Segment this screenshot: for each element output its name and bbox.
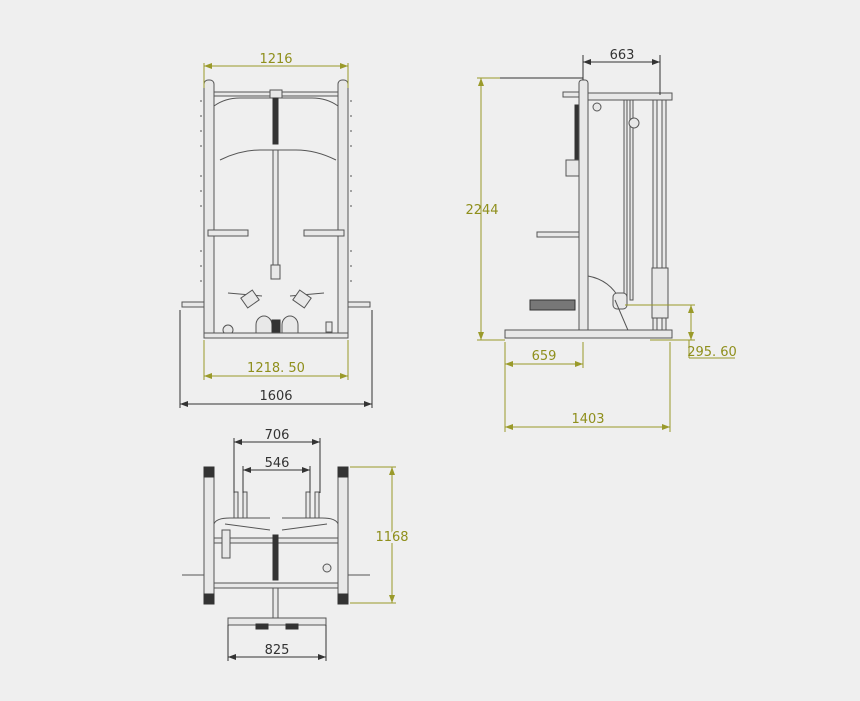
dim-outer-handle-spacing: 706 (265, 428, 290, 443)
seat-pad (612, 292, 628, 310)
dim-outer-handle-spacing-extension-lines (233, 438, 321, 493)
leg-pad-arms (227, 292, 325, 297)
dim-top-width-extension-lines (203, 63, 349, 88)
side-bracket (221, 529, 231, 559)
upright-holes (200, 100, 352, 282)
top-pulley (269, 89, 283, 99)
front-pulley (592, 102, 602, 112)
right-foot-extension (347, 301, 371, 308)
dim-front-depth: 659 (532, 349, 557, 364)
handle-outer-right (314, 491, 320, 519)
column-clamp (270, 264, 281, 280)
dim-height-extension-lines (477, 77, 505, 341)
handle-inner-left (242, 491, 248, 519)
center-chain-top (272, 534, 279, 581)
dim-height: 2244 (465, 203, 498, 218)
dim-top-depth-extension-lines (582, 55, 661, 95)
top-view (182, 466, 370, 630)
right-front-post-cap (337, 466, 349, 478)
side-safety-arm (536, 231, 580, 238)
center-column (272, 149, 279, 269)
upper-chain (272, 97, 279, 145)
weight-carriage (651, 267, 669, 319)
dim-depth: 1168 (375, 530, 408, 545)
handle-outer-left (233, 491, 239, 519)
rear-crossmember (213, 582, 339, 589)
dim-top-width: 1216 (259, 52, 292, 67)
left-foot-extension (181, 301, 205, 308)
left-foot-plate (255, 315, 273, 336)
storage-peg-top (322, 563, 332, 573)
right-rear-post-cap (337, 593, 349, 605)
dim-base-inner-width: 1218. 50 (247, 361, 305, 376)
top-beam (587, 92, 673, 101)
dim-inner-handle-spacing-extension-lines (242, 466, 311, 493)
top-dimensions: 706 546 1168 825 (227, 428, 411, 661)
lower-chain (271, 319, 281, 333)
dim-depth-extension-lines (504, 342, 671, 432)
right-upright (337, 79, 349, 339)
top-handle (562, 91, 580, 98)
left-front-post-cap (203, 466, 215, 478)
side-j-hook (565, 159, 580, 177)
front-view (181, 79, 371, 339)
dim-bench-width-extension-lines (227, 625, 327, 661)
pullup-bar-top (213, 517, 339, 531)
dim-top-depth: 663 (610, 48, 635, 63)
dim-seat-height: 295. 60 (687, 345, 737, 360)
dim-seat-height-extension-lines (625, 304, 735, 359)
dip-handle (529, 299, 576, 311)
right-leg-pad (292, 289, 312, 309)
left-leg-pad (240, 289, 260, 309)
front-base-bar (203, 332, 349, 339)
left-rear-post-cap (203, 593, 215, 605)
rear-pulley (628, 117, 640, 129)
storage-post (325, 321, 333, 333)
side-dimensions: 2244 663 659 1403 295. 60 (465, 48, 737, 432)
dim-bench-width: 825 (265, 643, 290, 658)
dim-depth-top-extension-lines (350, 466, 396, 604)
handle-inner-right (305, 491, 311, 519)
right-foot-plate (281, 315, 299, 336)
cable-left (623, 99, 628, 301)
dim-base-inner-width-extension-lines (203, 340, 349, 380)
front-upright (578, 79, 589, 339)
side-base (504, 329, 673, 339)
right-j-hook (303, 229, 345, 237)
front-dimensions: 1216 1218. 50 1606 (179, 52, 373, 408)
dim-overall-width: 1606 (259, 389, 292, 404)
bench-right-pad (285, 623, 299, 630)
bench-left-pad (255, 623, 269, 630)
bench-crossbar (227, 617, 327, 626)
cable-right (629, 99, 634, 301)
right-upright-top (337, 466, 349, 605)
dim-overall-depth: 1403 (571, 412, 604, 427)
dim-overall-width-extension-lines (179, 310, 373, 408)
side-chain (574, 104, 579, 161)
seat-support (614, 299, 631, 336)
bench-spine (272, 587, 279, 619)
left-upright-top (203, 466, 215, 605)
left-j-hook (207, 229, 249, 237)
dim-inner-handle-spacing: 546 (265, 456, 290, 471)
left-upright (203, 79, 215, 339)
side-view (504, 79, 673, 339)
